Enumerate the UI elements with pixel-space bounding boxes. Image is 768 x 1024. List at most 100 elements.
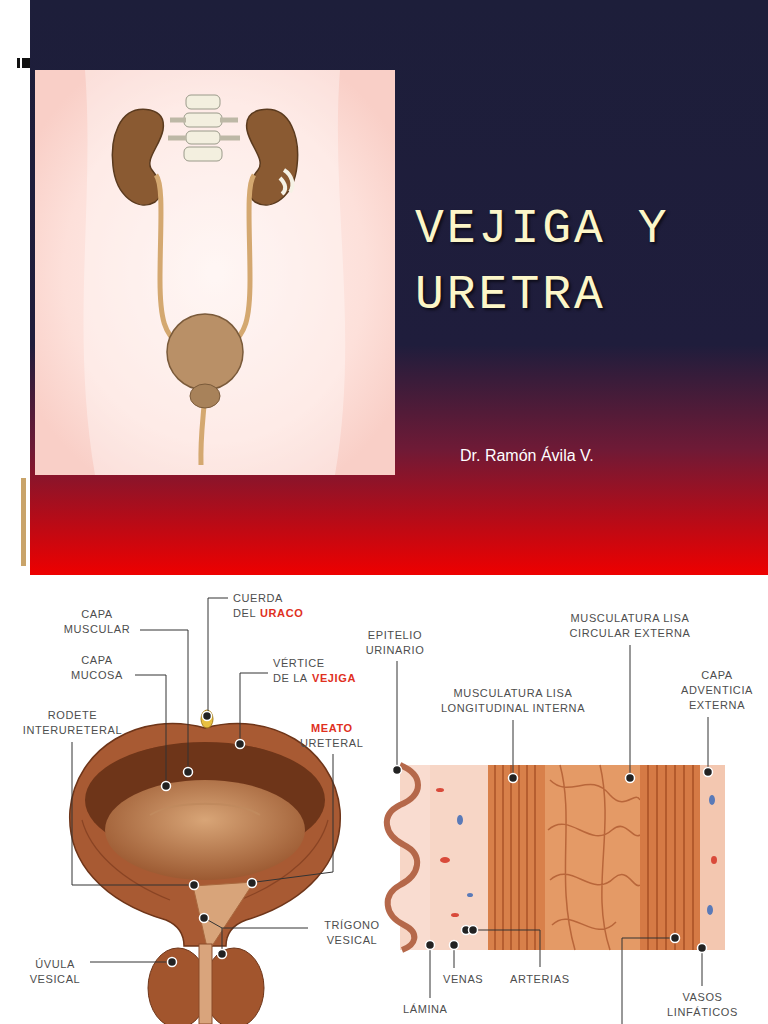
urethra-channel: [199, 944, 212, 1024]
part-label: RODETE INTERURETERAL: [15, 708, 130, 738]
part-label: URETERAL: [300, 736, 363, 751]
part-label: MEATO: [311, 721, 353, 736]
part-label: VEJIGA: [312, 671, 356, 686]
leader-line: [513, 720, 514, 774]
vessel: [457, 815, 463, 825]
muscle-stripes: [495, 765, 535, 950]
leader-dot: [203, 712, 212, 721]
circular-muscle: [640, 765, 700, 950]
part-label: MUSCULATURA LISA CIRCULAR EXTERNA: [555, 611, 705, 641]
muscle-stripes: [648, 765, 693, 950]
prostate: [190, 384, 220, 408]
slide-title: VEJIGA Y URETRA: [415, 196, 760, 328]
part-label: CAPA ADVENTICIA EXTERNA: [672, 668, 762, 713]
vessel: [467, 893, 473, 897]
part-label: VASOS LINFÁTICOS: [655, 990, 750, 1020]
leader-line: [135, 675, 166, 782]
part-label: CAPA MUSCULAR: [57, 607, 137, 637]
part-label: DE LA: [273, 671, 308, 686]
slide-mark: [22, 58, 30, 68]
leader-dot: [626, 774, 635, 783]
slide-bar: [21, 478, 26, 566]
part-label: MUSCULATURA LISA LONGITUDINAL INTERNA: [428, 686, 598, 716]
vertebra: [184, 147, 222, 161]
part-label: TRÍGONO VESICAL: [312, 918, 392, 948]
leader-line: [140, 630, 188, 768]
leader-line: [397, 661, 398, 766]
leader-dots: [162, 712, 713, 967]
ureter: [230, 175, 254, 345]
vertebra: [184, 113, 222, 127]
leader-dot: [248, 879, 257, 888]
part-label: DEL: [233, 606, 256, 621]
kidney-right: [247, 109, 298, 205]
body-silhouette: [83, 70, 345, 475]
part-label: ARTERIAS: [510, 972, 570, 987]
leader-dot: [168, 958, 177, 967]
urachus: [201, 710, 213, 728]
part-label: URACO: [260, 606, 303, 621]
leader-dot: [236, 740, 245, 749]
leader-dot: [671, 934, 680, 943]
slide-background: [30, 0, 768, 575]
leader-line: [240, 673, 268, 740]
leader-line: [256, 754, 333, 882]
muscle-mesh: [548, 765, 640, 950]
leader-dot: [450, 941, 459, 950]
part-label: LÁMINA: [403, 1002, 448, 1017]
leader-line: [454, 949, 455, 968]
body-background: [35, 70, 395, 475]
vessel: [451, 913, 459, 917]
leader-line: [72, 742, 190, 885]
part-label: EPITELIO URINARIO: [355, 628, 435, 658]
vertebra: [186, 131, 220, 144]
mucosa-fold: [150, 804, 260, 815]
slide-mark: [17, 58, 20, 68]
leader-dot: [509, 774, 518, 783]
kidney: [112, 109, 163, 205]
leader-line: [630, 645, 631, 774]
leader-dot: [218, 950, 227, 959]
leader-dot: [184, 768, 193, 777]
part-label: CUERDA: [233, 591, 283, 606]
vertebra: [186, 95, 220, 109]
prostate-lobe: [204, 948, 264, 1024]
leader-line: [702, 952, 703, 986]
vessel: [436, 788, 444, 792]
bladder: [167, 314, 243, 390]
vessel: [440, 857, 450, 863]
leader-line: [708, 717, 709, 768]
leader-dot: [393, 766, 402, 775]
vertebra-process: [168, 120, 240, 138]
longitudinal-muscle: [488, 765, 545, 950]
adventitia: [700, 765, 725, 950]
vessel: [711, 856, 717, 864]
part-label: VENAS: [443, 972, 483, 987]
leader-line: [208, 598, 228, 712]
epithelium-edge: [387, 765, 418, 950]
leader-dot: [469, 926, 478, 935]
leader-line: [622, 938, 671, 1024]
epithelium: [387, 765, 430, 950]
leader-line: [222, 928, 308, 950]
leader-line: [476, 930, 540, 967]
leader-line: [430, 949, 431, 998]
vessel: [709, 795, 715, 805]
kidney: [247, 109, 298, 205]
trigone: [193, 882, 254, 952]
tissue-block: [400, 765, 725, 950]
part-label: VÉRTICE: [273, 656, 325, 671]
author-name: Dr. Ramón Ávila V.: [460, 446, 594, 466]
middle-muscle: [545, 765, 640, 950]
leader-lines: [72, 598, 708, 1024]
leader-dot: [698, 944, 707, 953]
leader-dot: [704, 768, 713, 777]
part-label: ÚVULA VESICAL: [15, 957, 95, 987]
bladder-floor: [105, 780, 305, 880]
leader-dot: [190, 881, 199, 890]
adrenal: [280, 170, 292, 194]
leader-dot: [426, 941, 435, 950]
leader-dot: [200, 914, 209, 923]
leader-dot: [162, 782, 171, 791]
